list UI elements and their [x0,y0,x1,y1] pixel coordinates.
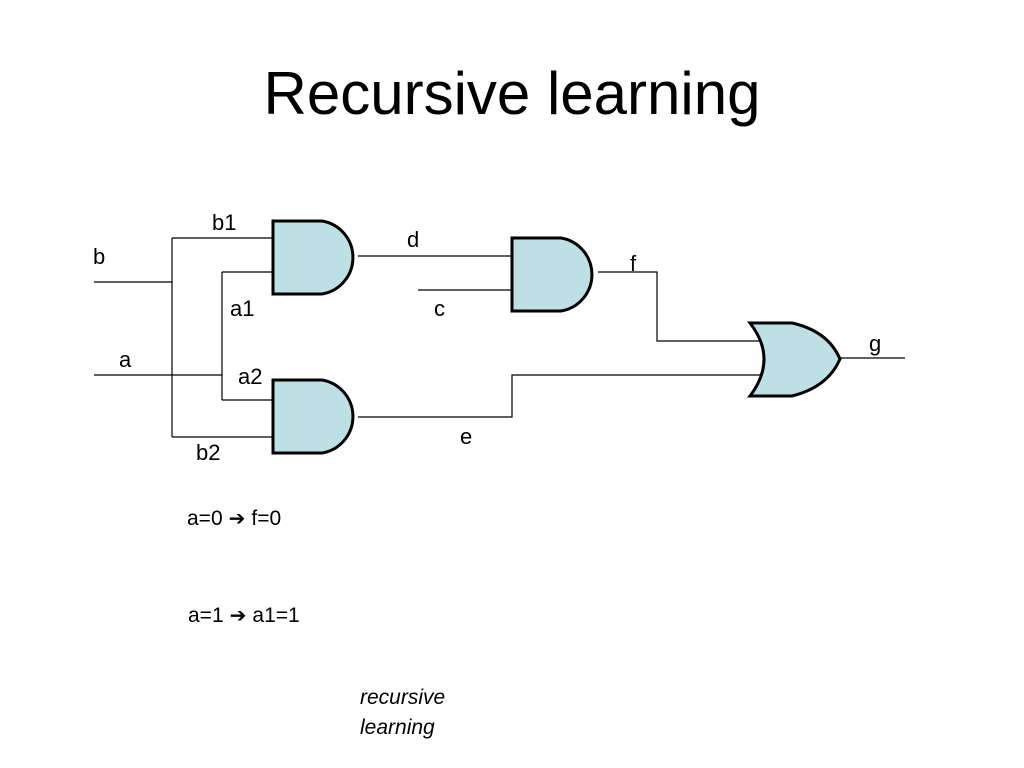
implication-1-lhs: a=0 [187,507,223,530]
implication-1-rhs: f=0 [251,507,282,530]
label-a: a [119,347,132,372]
slide-title: Recursive learning [263,60,761,127]
label-b1: b1 [212,210,236,235]
right-arrow-icon: ➔ [229,605,247,627]
label-d: d [407,227,419,252]
label-g: g [869,331,881,356]
label-e: e [460,424,472,449]
implication-2: a=1➔a1=1 [188,603,300,629]
implication-2-rhs: a1=1 [252,604,300,627]
label-c: c [434,296,445,321]
and-gate-1-icon [271,219,355,296]
label-b: b [93,244,105,269]
implication-2-lhs: a=1 [188,604,224,627]
right-arrow-icon: ➔ [228,508,246,530]
implication-1: a=0➔f=0 [187,506,281,532]
label-a1: a1 [230,296,254,321]
and-gate-3-icon [510,236,594,313]
label-f: f [630,251,637,276]
and-gate-2-icon [271,378,355,455]
wires [94,237,905,438]
recursive-learning-note: recursive learning [360,686,446,739]
label-a2: a2 [238,364,262,389]
or-gate-icon [746,321,842,398]
wire-e [358,374,762,418]
wire-f [598,271,765,342]
label-b2: b2 [196,440,220,465]
